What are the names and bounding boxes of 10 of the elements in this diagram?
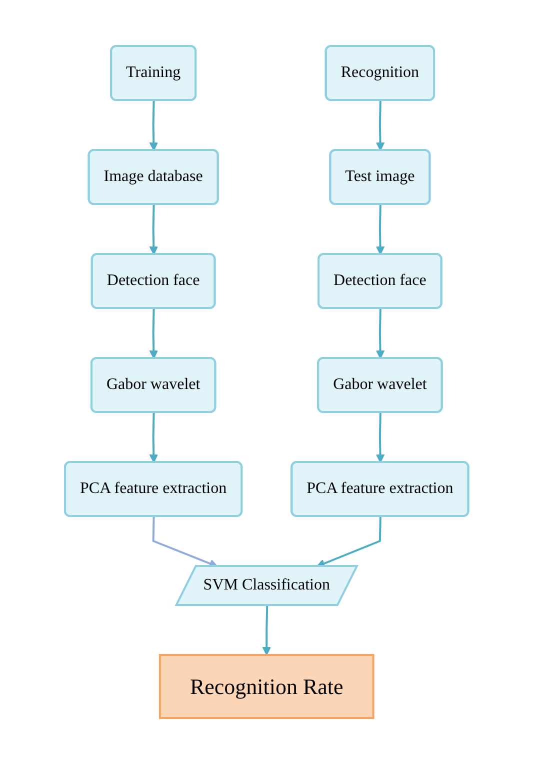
arrow — [376, 100, 386, 151]
arrow — [150, 308, 158, 359]
arrow — [376, 412, 386, 463]
arrow — [150, 204, 158, 255]
node-box: Recognition Rate — [159, 654, 375, 719]
arrow — [376, 308, 386, 359]
arrow — [376, 204, 386, 255]
arrow — [150, 100, 158, 151]
arrow — [262, 605, 272, 656]
arrow — [150, 412, 158, 463]
